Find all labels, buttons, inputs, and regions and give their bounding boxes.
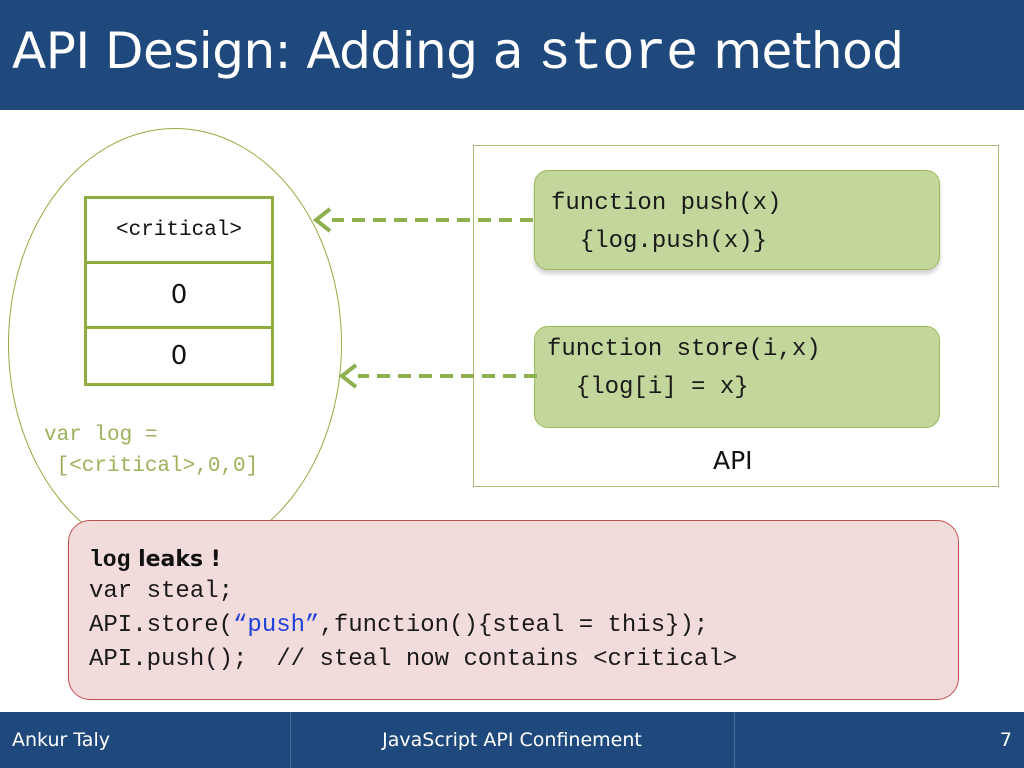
leak-callout: log leaks ! var steal; API.store(“push”,… [68,520,959,700]
log-cell-2: 0 [84,326,274,386]
title-prefix: API Design: Adding a [12,22,539,80]
footer-talk-title: JavaScript API Confinement [382,729,642,751]
leak-heading-code: log [89,547,131,573]
leak-line2-string: “push” [233,612,320,639]
title-code: store [538,24,698,85]
store-line2: {log[i] = x} [547,374,749,401]
log-declaration: var log = [<critical>,0,0] [44,420,258,482]
push-line1: function push(x) [551,190,782,217]
log-declaration-line2: [<critical>,0,0] [44,455,259,478]
title-bar: API Design: Adding a store method [0,0,1024,110]
api-label: API [713,446,753,475]
leak-line2-prefix: API.store( [89,612,234,639]
log-cell-1: 0 [84,261,274,329]
leak-heading-text: leaks ! [130,547,221,572]
leak-line-3: API.push(); // steal now contains <criti… [89,646,738,673]
push-line2: {log.push(x)} [551,228,768,255]
leak-line-1: var steal; [89,578,234,605]
store-line1: function store(i,x) [547,336,821,363]
footer-page-number: 7 [999,729,1012,751]
leak-heading: log leaks ! [89,545,958,575]
leak-line2-suffix: ,function(){steal = this}); [319,612,709,639]
log-declaration-line1: var log = [44,424,158,447]
log-cell-critical: <critical> [84,196,274,264]
title-suffix: method [697,22,904,80]
store-function-box: function store(i,x) {log[i] = x} [534,326,940,428]
footer-author: Ankur Taly [12,729,110,751]
slide-title: API Design: Adding a store method [12,22,904,85]
push-function-box: function push(x) {log.push(x)} [534,170,940,270]
leak-line-2: API.store(“push”,function(){steal = this… [89,609,958,643]
footer-divider [290,712,291,768]
footer-divider [734,712,735,768]
footer-bar: Ankur Taly JavaScript API Confinement 7 [0,712,1024,768]
